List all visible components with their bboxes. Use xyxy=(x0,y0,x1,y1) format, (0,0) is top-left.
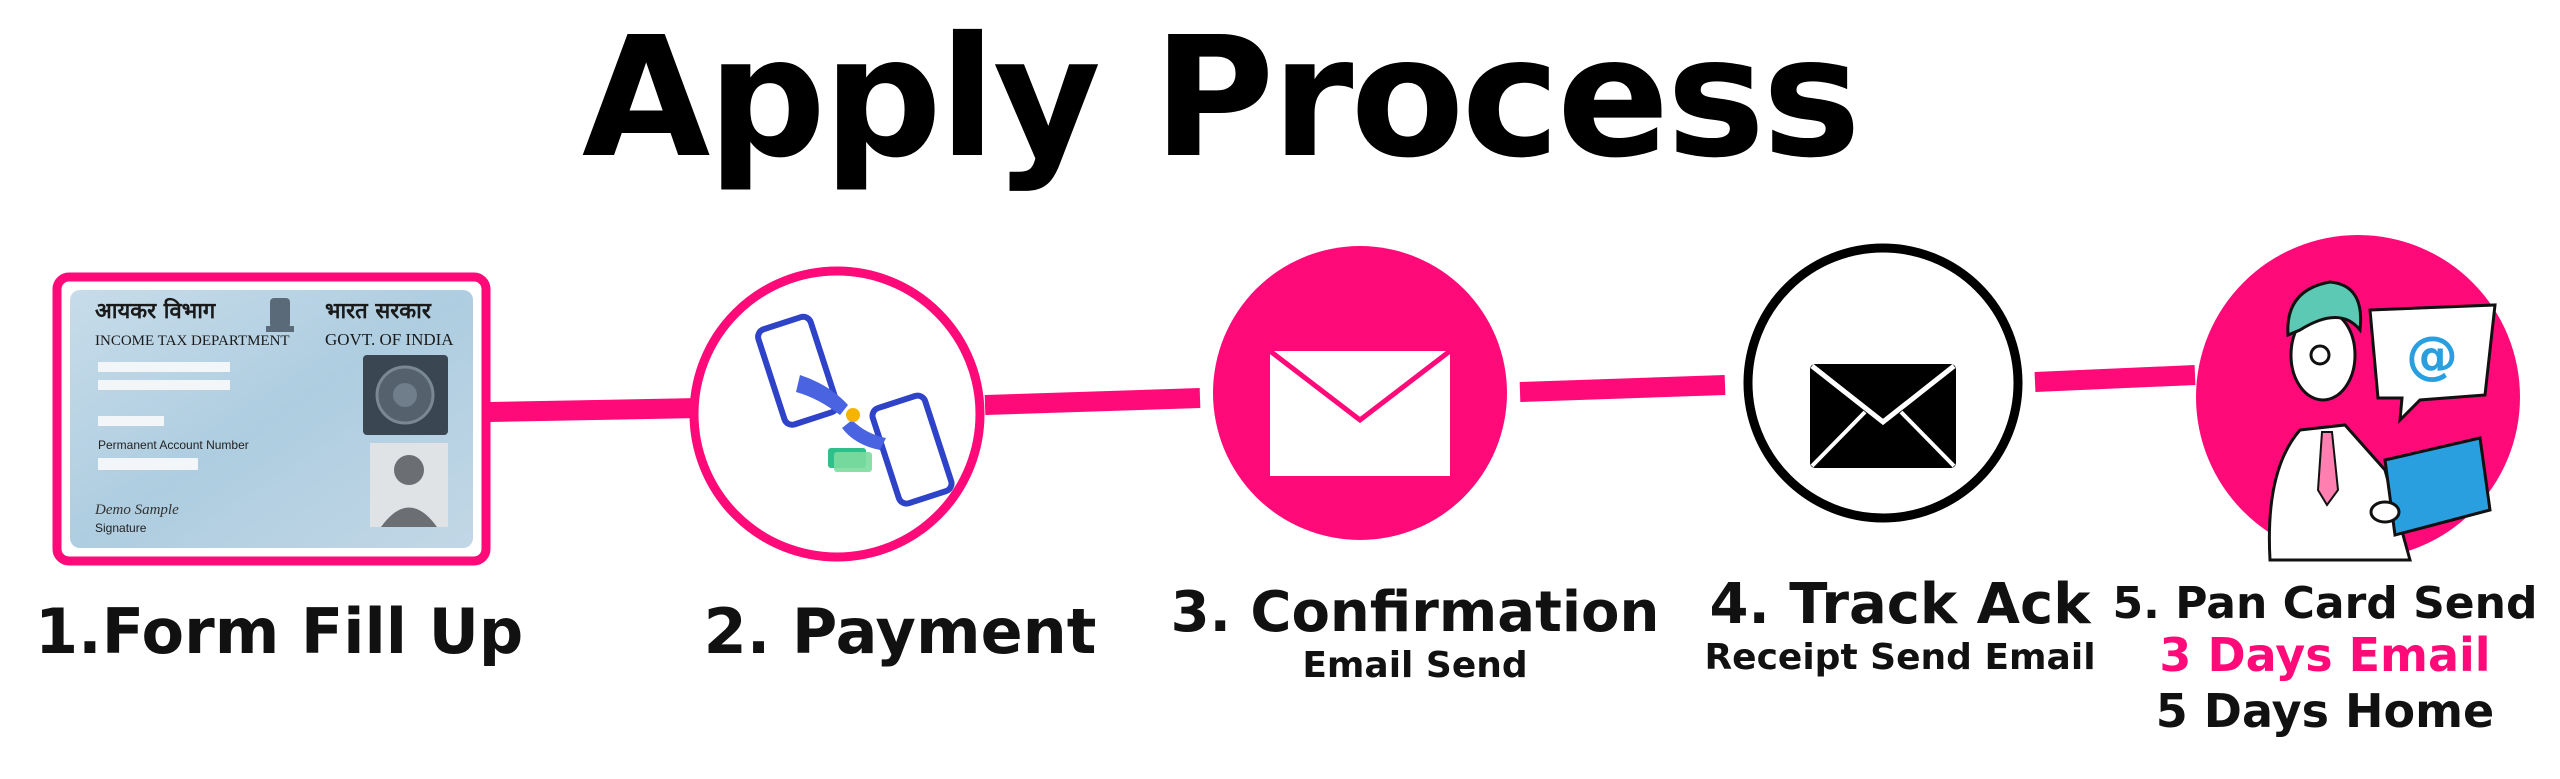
card-signature-script: Demo Sample xyxy=(94,502,179,518)
card-pan-label: Permanent Account Number xyxy=(98,438,249,452)
emblem-icon xyxy=(266,298,294,332)
person-email-icon: @ xyxy=(2196,235,2520,562)
at-sign-icon: @ xyxy=(2406,326,2458,386)
envelope-icon xyxy=(1743,243,2023,523)
step-3-sublabel: Email Send xyxy=(1302,645,1528,686)
envelope-icon xyxy=(1213,246,1507,540)
step-5-label: 5. Pan Card Send xyxy=(2112,578,2538,629)
card-hindi-right: भारत सरकार xyxy=(325,299,432,324)
card-hindi-left: आयकर विभाग xyxy=(95,297,217,324)
step-3-label: 3. Confirmation xyxy=(1170,580,1660,645)
pan-card-icon: आयकर विभाग INCOME TAX DEPARTMENT भारत सर… xyxy=(52,272,491,566)
payment-handshake-icon xyxy=(689,266,985,562)
connector-4-5 xyxy=(2034,365,2196,392)
page-title: Apply Process xyxy=(581,2,1861,195)
card-signature-label: Signature xyxy=(95,521,147,535)
step-5-email-days: 3 Days Email xyxy=(2159,628,2491,682)
hologram-icon xyxy=(363,355,448,435)
step-4-sublabel: Receipt Send Email xyxy=(1704,637,2096,678)
connectors xyxy=(489,365,2196,422)
connector-1-2 xyxy=(489,398,701,422)
card-govt: GOVT. OF INDIA xyxy=(325,330,454,349)
email-bubble: @ xyxy=(2368,303,2497,424)
step-5-home-days: 5 Days Home xyxy=(2155,684,2495,738)
step-1-label: 1.Form Fill Up xyxy=(35,595,524,668)
connector-2-3 xyxy=(984,388,1201,415)
card-dept: INCOME TAX DEPARTMENT xyxy=(95,333,290,349)
connector-3-4 xyxy=(1519,375,1726,402)
photo-placeholder-icon xyxy=(370,443,448,527)
step-2-label: 2. Payment xyxy=(703,595,1097,668)
step-4-label: 4. Track Ack xyxy=(1709,572,2091,637)
